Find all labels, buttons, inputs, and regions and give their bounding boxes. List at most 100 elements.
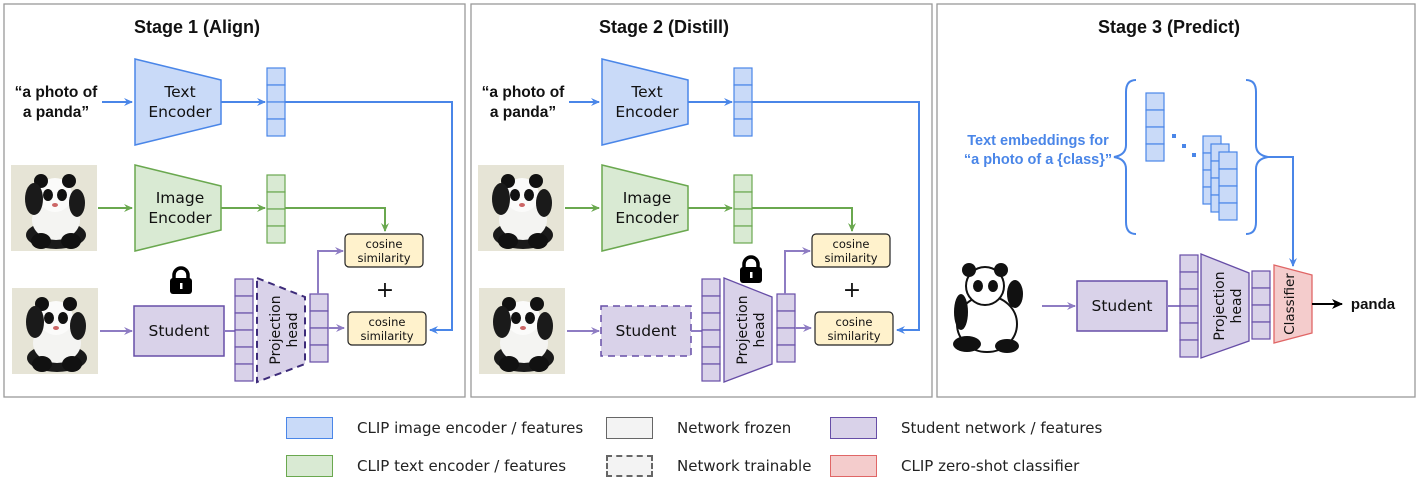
student-features [234, 278, 254, 382]
legend-item-purple: Student network / features [830, 417, 1102, 439]
feature-cell [733, 101, 753, 120]
lock-shackle [742, 255, 760, 268]
panda-photo [478, 165, 564, 251]
arrow-image-to-cosine [752, 207, 856, 232]
student-label: Student [615, 322, 676, 340]
feature-cell [733, 191, 753, 210]
feature-cell [776, 344, 796, 363]
plus-sign: + [843, 278, 861, 303]
feature-cell [776, 310, 796, 329]
feature-cell [1145, 92, 1165, 111]
panda-ear [994, 263, 1008, 277]
feature-cell [266, 208, 286, 227]
class-embedding [1145, 92, 1165, 162]
text-encoder [601, 58, 689, 146]
feature-cell [266, 191, 286, 210]
feature-cell [234, 295, 254, 314]
panda-photo [479, 288, 565, 374]
stage-panel-frame [470, 3, 933, 398]
feature-cell [1218, 202, 1238, 221]
image-features [266, 174, 286, 244]
feature-cell [733, 118, 753, 137]
projection-head [723, 277, 773, 383]
text-features [266, 67, 286, 137]
panda-photo [12, 288, 98, 374]
arrow-to-cosine-top [784, 247, 811, 294]
projected-features [309, 293, 329, 363]
feature-cell [733, 84, 753, 103]
cosine-box [344, 233, 424, 268]
projection-head-label: Projectionhead [1212, 271, 1245, 340]
student-network [1076, 280, 1168, 332]
ellipsis-dot [1192, 153, 1196, 157]
panda-cartoon [953, 263, 1023, 353]
legend-label: CLIP zero-shot classifier [901, 457, 1080, 475]
student-label: Student [1091, 297, 1152, 315]
lock-keyhole [180, 283, 183, 289]
legend-label: CLIP text encoder / features [357, 457, 567, 475]
feature-cell [701, 329, 721, 348]
legend-label: Student network / features [901, 419, 1103, 437]
panda-leg [953, 336, 981, 352]
arrow-text-to-cosine [285, 101, 453, 334]
feature-cell [776, 327, 796, 346]
feature-cell [266, 101, 286, 120]
plus-sign: + [376, 278, 394, 303]
feature-cell [1251, 270, 1271, 289]
cosine-box [814, 311, 894, 346]
feature-cell [1218, 185, 1238, 204]
legend-swatch [286, 417, 333, 439]
projection-head-label: Projectionhead [735, 295, 768, 364]
feature-cell [776, 293, 796, 312]
lock-icon [740, 255, 762, 283]
feature-cell [234, 312, 254, 331]
feature-cell [266, 225, 286, 244]
embeddings-label: Text embeddings for“a photo of a {class}… [964, 133, 1112, 168]
feature-cell [701, 278, 721, 297]
classifier [1273, 264, 1313, 344]
legend-swatch [606, 455, 653, 477]
feature-cell [1145, 143, 1165, 162]
legend-label: Network trainable [677, 457, 812, 475]
feature-cell [1145, 109, 1165, 128]
feature-cell [1218, 168, 1238, 187]
projected-features [1251, 270, 1271, 340]
text-features [733, 67, 753, 137]
left-brace [1113, 79, 1137, 235]
legend-item-frozen: Network frozen [606, 417, 791, 439]
legend-item-blue: CLIP image encoder / features [286, 417, 583, 439]
feature-cell [1218, 151, 1238, 170]
projection-head [1200, 253, 1250, 359]
feature-cell [733, 174, 753, 193]
legend-label: Network frozen [677, 419, 792, 437]
panda-ear [962, 263, 976, 277]
text-encoder [134, 58, 222, 146]
projected-features [776, 293, 796, 363]
stage-panel-frame [936, 3, 1416, 398]
projection-head-label: Projectionhead [268, 295, 301, 364]
feature-cell [1179, 339, 1199, 358]
feature-cell [1145, 126, 1165, 145]
feature-cell [266, 84, 286, 103]
projection-head [256, 276, 306, 384]
lock-icon [170, 266, 192, 294]
class-embedding [1218, 151, 1238, 221]
feature-cell [1179, 288, 1199, 307]
student-features [701, 278, 721, 382]
panda-photo [11, 165, 97, 251]
feature-cell [701, 295, 721, 314]
feature-cell [309, 344, 329, 363]
feature-cell [234, 363, 254, 382]
legend-swatch [606, 417, 653, 439]
feature-cell [234, 278, 254, 297]
legend-item-red: CLIP zero-shot classifier [830, 455, 1079, 477]
cosine-box [347, 311, 427, 346]
